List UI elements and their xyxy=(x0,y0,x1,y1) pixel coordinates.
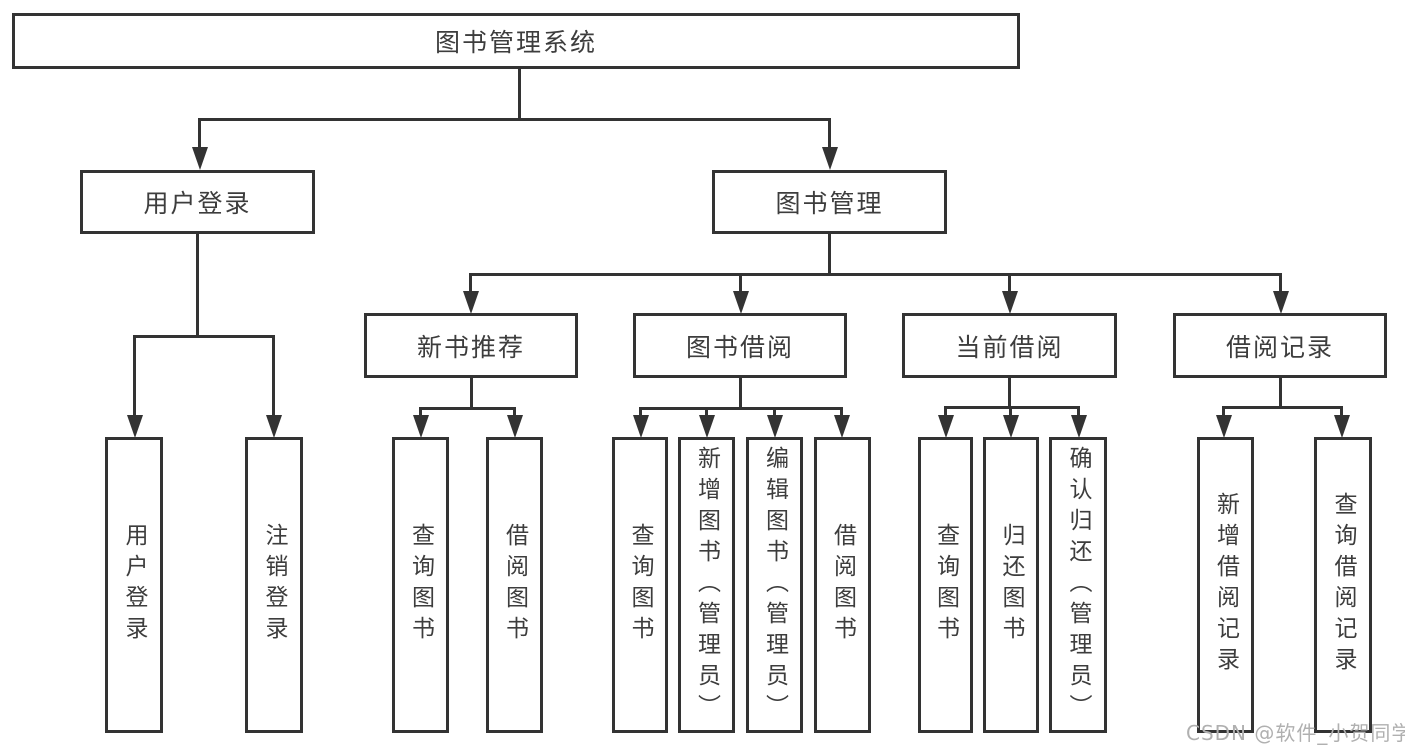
node-library-system: 图书管理系统 xyxy=(12,13,1020,69)
connector-line xyxy=(639,407,642,418)
arrow-down-icon xyxy=(1334,415,1350,438)
connector-line xyxy=(944,406,947,418)
connector-line xyxy=(419,407,422,418)
arrow-down-icon xyxy=(1216,415,1232,438)
connector-line xyxy=(1279,378,1282,407)
arrow-down-icon xyxy=(699,415,715,438)
arrow-down-icon xyxy=(127,415,143,438)
node-query-books-borrow: 查询图书 xyxy=(612,437,668,733)
arrow-down-icon xyxy=(266,415,282,438)
node-user-login-action: 用户登录 xyxy=(105,437,163,733)
arrow-down-icon xyxy=(938,415,954,438)
node-label: 新增借阅记录 xyxy=(1212,492,1239,678)
connector-line xyxy=(133,335,275,338)
connector-line xyxy=(272,335,275,417)
node-label: 用户登录 xyxy=(121,523,147,647)
connector-line xyxy=(198,118,831,121)
arrow-down-icon xyxy=(1002,291,1018,314)
arrow-down-icon xyxy=(1071,415,1087,438)
node-label: 查询图书 xyxy=(627,523,653,647)
connector-line xyxy=(1077,406,1080,418)
node-label: 编辑图书（管理员） xyxy=(761,445,788,725)
node-label: 新增图书（管理员） xyxy=(693,445,720,725)
connector-line xyxy=(469,273,472,293)
node-return-book: 归还图书 xyxy=(983,437,1039,733)
node-label: 借阅图书 xyxy=(501,523,528,647)
connector-line xyxy=(470,378,473,407)
arrow-down-icon xyxy=(1273,291,1289,314)
arrow-down-icon xyxy=(633,415,649,438)
connector-line xyxy=(419,407,516,410)
connector-line xyxy=(828,234,831,273)
connector-line xyxy=(739,273,742,293)
arrow-down-icon xyxy=(507,415,523,438)
connector-line xyxy=(840,407,843,418)
connector-line xyxy=(1009,406,1012,418)
node-label: 注销登录 xyxy=(261,523,287,647)
connector-line xyxy=(1008,273,1011,293)
node-current-borrow: 当前借阅 xyxy=(902,313,1117,378)
node-add-borrow-record: 新增借阅记录 xyxy=(1197,437,1254,733)
connector-line xyxy=(828,118,831,149)
arrow-down-icon xyxy=(822,147,838,170)
csdn-watermark: CSDN @软件_小贺同学 xyxy=(1186,721,1405,745)
arrow-down-icon xyxy=(733,291,749,314)
node-label: 查询图书 xyxy=(407,523,434,647)
connector-line xyxy=(196,234,199,335)
node-borrow-books: 借阅图书 xyxy=(814,437,871,733)
node-label: 查询图书 xyxy=(932,523,959,647)
connector-line xyxy=(518,69,521,118)
connector-line xyxy=(639,407,843,410)
arrow-down-icon xyxy=(463,291,479,314)
connector-line xyxy=(1222,406,1225,418)
connector-line xyxy=(944,406,1080,409)
connector-line xyxy=(705,407,708,418)
node-label: 归还图书 xyxy=(998,523,1024,647)
node-logout-action: 注销登录 xyxy=(245,437,303,733)
node-label: 确认归还（管理员） xyxy=(1065,445,1091,725)
connector-line xyxy=(133,335,136,417)
node-book-management: 图书管理 xyxy=(712,170,947,234)
connector-line xyxy=(1340,406,1343,418)
node-user-login: 用户登录 xyxy=(80,170,315,234)
node-borrow-books-recommend: 借阅图书 xyxy=(486,437,543,733)
arrow-down-icon xyxy=(413,415,429,438)
node-query-books-current: 查询图书 xyxy=(918,437,973,733)
arrow-down-icon xyxy=(1003,415,1019,438)
node-borrow-records: 借阅记录 xyxy=(1173,313,1387,378)
node-confirm-return-admin: 确认归还（管理员） xyxy=(1049,437,1107,733)
node-query-books-recommend: 查询图书 xyxy=(392,437,449,733)
connector-line xyxy=(773,407,776,418)
node-label: 查询借阅记录 xyxy=(1330,492,1356,678)
connector-line xyxy=(1008,378,1011,406)
arrow-down-icon xyxy=(192,147,208,170)
connector-line xyxy=(739,378,742,407)
node-label: 借阅图书 xyxy=(829,523,856,647)
connector-line xyxy=(1279,273,1282,293)
node-book-borrow: 图书借阅 xyxy=(633,313,847,378)
node-new-book-recommend: 新书推荐 xyxy=(364,313,578,378)
arrow-down-icon xyxy=(767,415,783,438)
connector-line xyxy=(198,118,201,149)
connector-line xyxy=(469,273,1282,276)
node-add-book-admin: 新增图书（管理员） xyxy=(678,437,735,733)
node-query-borrow-record: 查询借阅记录 xyxy=(1314,437,1372,733)
node-edit-book-admin: 编辑图书（管理员） xyxy=(746,437,803,733)
connector-line xyxy=(1222,406,1343,409)
arrow-down-icon xyxy=(834,415,850,438)
connector-line xyxy=(513,407,516,418)
